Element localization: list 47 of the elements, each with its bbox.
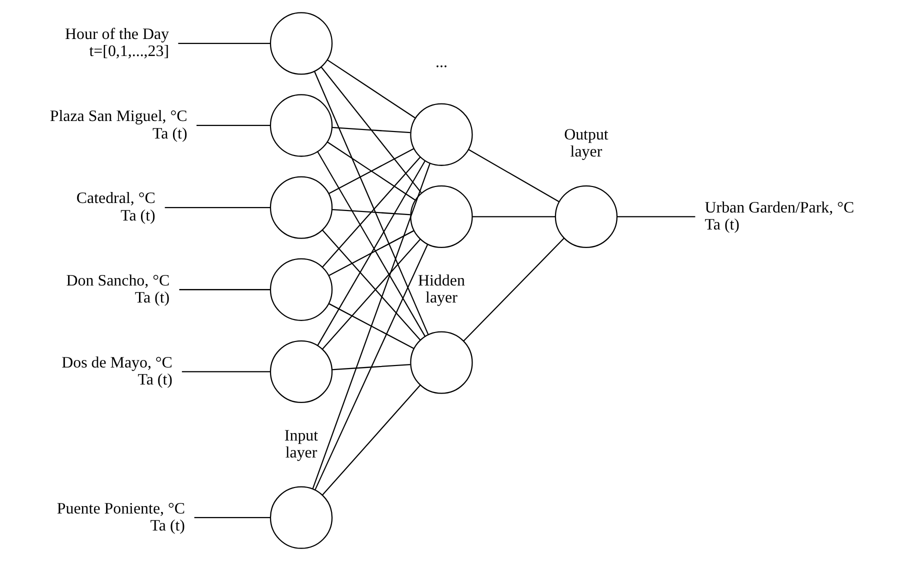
- label: Hidden layer: [418, 272, 464, 306]
- node-circle: [410, 103, 472, 166]
- connector: [196, 124, 270, 126]
- label: Input layer: [284, 427, 318, 462]
- node-text: Urban Garden/Park, °C Ta (t): [704, 199, 854, 234]
- node-text: Dos de Mayo, °C Ta (t): [61, 354, 172, 388]
- connector: [322, 230, 420, 340]
- node-circle: [269, 486, 332, 549]
- node-text: Plaza San Miguel, °C Ta (t): [49, 108, 187, 142]
- connector: [178, 289, 270, 290]
- connector: [328, 303, 414, 350]
- node-circle: [269, 94, 332, 157]
- label: ...: [434, 54, 447, 72]
- connector: [181, 371, 270, 372]
- node-text: Hour of the Day t=[0,1,...,23]: [64, 26, 169, 60]
- connector: [314, 244, 428, 490]
- node-text: Don Sancho, °C Ta (t): [66, 272, 170, 306]
- node-circle: [554, 185, 618, 248]
- node-text: Catedral, °C Ta (t): [76, 190, 155, 224]
- connector: [326, 59, 415, 118]
- node-circle: [269, 258, 332, 321]
- connector: [164, 206, 270, 208]
- connector: [328, 230, 414, 276]
- connector: [468, 149, 559, 202]
- connector: [320, 66, 422, 194]
- connector: [331, 364, 410, 370]
- connector: [194, 517, 270, 518]
- connector: [331, 126, 410, 134]
- node-circle: [410, 185, 472, 248]
- connector: [472, 216, 555, 218]
- node-text: Puente Poniente, °C Ta (t): [56, 500, 184, 534]
- connector: [462, 238, 564, 342]
- connector: [322, 384, 420, 496]
- connector: [331, 208, 410, 216]
- connector: [616, 216, 695, 218]
- label: Output layer: [564, 126, 608, 160]
- node-circle: [410, 331, 472, 394]
- node-circle: [269, 12, 332, 75]
- connector: [322, 156, 420, 268]
- connector: [326, 142, 415, 200]
- connector: [328, 148, 414, 194]
- node-circle: [269, 340, 332, 404]
- connector: [312, 163, 430, 489]
- node-circle: [269, 176, 332, 239]
- connector: [322, 238, 420, 350]
- connector: [178, 42, 270, 44]
- connector: [314, 72, 428, 335]
